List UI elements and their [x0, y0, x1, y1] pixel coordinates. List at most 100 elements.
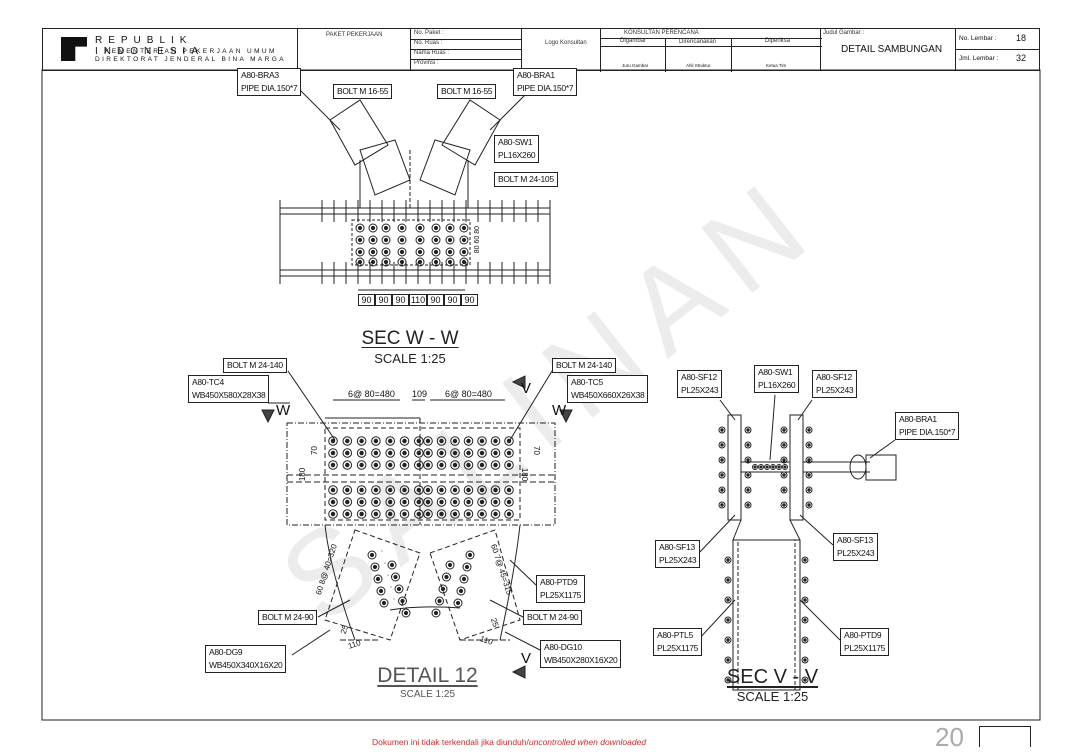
- bolt-center: [388, 451, 391, 454]
- bolt-center: [453, 488, 456, 491]
- bolt-center: [467, 463, 470, 466]
- bolt-center: [727, 639, 729, 641]
- bolt-center: [384, 250, 387, 253]
- bolt-center: [453, 439, 456, 442]
- bolt-center: [440, 439, 443, 442]
- bolt-center: [453, 512, 456, 515]
- section-mark-v-top: V: [521, 380, 531, 397]
- label-bolt-bl: BOLT M 24-90: [258, 610, 317, 625]
- bolt-center: [494, 512, 497, 515]
- bolt-center: [480, 500, 483, 503]
- bolt-center: [440, 488, 443, 491]
- bolt-center: [808, 474, 810, 476]
- jml-lembar-label: Jml. Lembar :: [959, 55, 998, 62]
- bolt-center: [727, 559, 729, 561]
- konsultan-label: KONSULTAN PERENCANA: [624, 30, 699, 36]
- bolt-center: [374, 488, 377, 491]
- bolt-center: [804, 579, 806, 581]
- bolt-center: [808, 489, 810, 491]
- bolt-center: [374, 500, 377, 503]
- bolt-center: [434, 238, 437, 241]
- bolt-center: [403, 451, 406, 454]
- bolt-center: [331, 451, 334, 454]
- bolt-center: [778, 466, 780, 468]
- sec-ww-scale: SCALE 1:25: [360, 351, 460, 366]
- bolt-center: [373, 565, 376, 568]
- section-mark-v-bottom: V: [521, 650, 531, 667]
- bolt-center: [808, 444, 810, 446]
- label-bolt-m24-105: BOLT M 24-105: [494, 172, 558, 187]
- bolt-center: [417, 488, 420, 491]
- bolt-center: [360, 463, 363, 466]
- bolt-center: [388, 439, 391, 442]
- bolt-center: [480, 451, 483, 454]
- bolt-center: [403, 512, 406, 515]
- bolt-center: [370, 553, 373, 556]
- bolt-center: [400, 260, 403, 263]
- dim-right: 6@ 80=480: [445, 389, 492, 399]
- bolt-center: [384, 226, 387, 229]
- logo-konsultan: Logo Konsultan: [545, 40, 587, 46]
- bolt-center: [804, 659, 806, 661]
- bolt-center: [494, 439, 497, 442]
- detail12-title: DETAIL 12: [370, 664, 485, 688]
- bolt-center: [721, 504, 723, 506]
- bolt-center: [467, 451, 470, 454]
- bolt-center: [394, 575, 397, 578]
- bolt-center: [426, 512, 429, 515]
- bolt-center: [507, 512, 510, 515]
- bolt-center: [346, 463, 349, 466]
- bolt-center: [462, 577, 465, 580]
- bolt-center: [426, 439, 429, 442]
- bolt-center: [346, 500, 349, 503]
- bolt-center: [331, 439, 334, 442]
- digambar-label: Digambar: [620, 38, 646, 44]
- bolt-center: [448, 226, 451, 229]
- bolt-center: [426, 488, 429, 491]
- bolt-center: [388, 463, 391, 466]
- jml-lembar: 32: [1016, 53, 1026, 63]
- bolt-center: [418, 238, 421, 241]
- bolt-center: [390, 563, 393, 566]
- bolt-center: [371, 226, 374, 229]
- bolt-center: [371, 238, 374, 241]
- bolt-center: [808, 429, 810, 431]
- bolt-center: [417, 439, 420, 442]
- bolt-center: [747, 489, 749, 491]
- lembar-cell: No. Lembar : 18 Jml. Lembar : 32: [955, 28, 1040, 71]
- bolt-center: [374, 451, 377, 454]
- ww-dimensions: 90 90 90 110 90 90 90: [358, 294, 478, 306]
- bolt-center: [453, 500, 456, 503]
- bolt-center: [331, 488, 334, 491]
- konsultan-cell: KONSULTAN PERENCANA Logo Konsultan Digam…: [521, 28, 821, 71]
- ww-vdims: 80 60 80: [472, 226, 484, 253]
- section-mark-w-right: W: [552, 402, 566, 419]
- bolt-center: [727, 619, 729, 621]
- bolt-center: [397, 587, 400, 590]
- bolt-center: [440, 512, 443, 515]
- bolt-center: [760, 466, 762, 468]
- bolt-center: [417, 512, 420, 515]
- bolt-center: [403, 463, 406, 466]
- bolt-center: [388, 500, 391, 503]
- bolt-center: [440, 451, 443, 454]
- bolt-center: [754, 466, 756, 468]
- bolt-center: [403, 439, 406, 442]
- bolt-center: [783, 474, 785, 476]
- bolt-center: [448, 260, 451, 263]
- bolt-center: [727, 579, 729, 581]
- bolt-center: [721, 474, 723, 476]
- bolt-center: [376, 577, 379, 580]
- bolt-center: [453, 451, 456, 454]
- bolt-center: [382, 601, 385, 604]
- no-ruas-field: No. Ruas :: [414, 40, 442, 46]
- bolt-center: [494, 500, 497, 503]
- bolt-center: [462, 226, 465, 229]
- nama-ruas-field: Nama Ruas :: [414, 50, 449, 56]
